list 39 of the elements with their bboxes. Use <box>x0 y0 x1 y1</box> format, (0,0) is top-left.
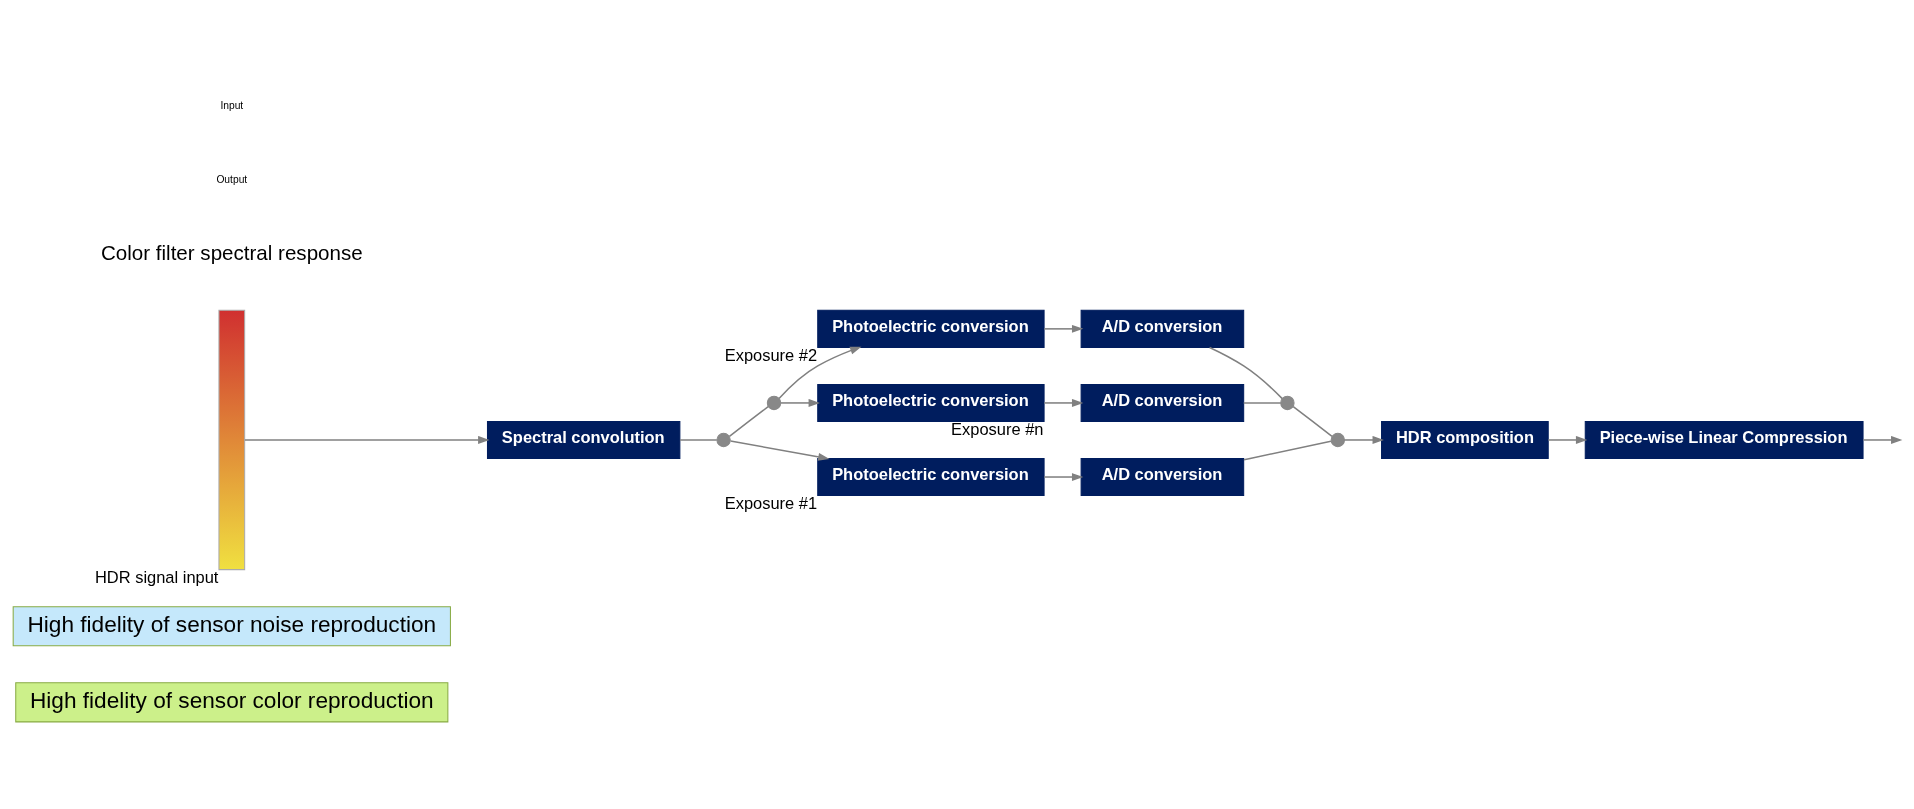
arrow <box>1043 472 1084 481</box>
connector <box>1243 439 1332 461</box>
arrow <box>778 346 862 399</box>
arrow <box>1547 435 1588 444</box>
node-circle <box>1280 395 1295 410</box>
node-box: A/D conversion <box>1080 383 1245 422</box>
node-label: Exposure #1 <box>724 493 818 512</box>
node-box: HDR composition <box>1381 420 1549 459</box>
node-circle <box>716 432 731 447</box>
node-box: Photoelectric conversion <box>817 309 1045 348</box>
arrow <box>729 439 830 461</box>
node-box: Spectral convolution <box>486 420 681 459</box>
label: Input <box>220 99 244 111</box>
node-circle <box>1330 432 1345 447</box>
node-box: A/D conversion <box>1080 309 1245 348</box>
node-circle <box>766 395 782 410</box>
arrow <box>1343 435 1384 444</box>
node-box: High fidelity of sensor color reproduction <box>15 681 449 722</box>
arrow <box>1862 435 1903 444</box>
node-bar <box>218 309 246 570</box>
label: Color filter spectral response <box>100 240 363 264</box>
node-box: High fidelity of sensor noise reproduction <box>12 605 451 646</box>
arrow <box>244 435 490 444</box>
node-label: Exposure #n <box>951 419 1044 438</box>
node-box: Piece-wise Linear Compression <box>1584 420 1864 459</box>
arrow <box>1043 398 1084 407</box>
arrow <box>780 398 820 407</box>
node-box: A/D conversion <box>1080 457 1245 496</box>
label: Output <box>216 173 248 185</box>
connector <box>1208 346 1283 399</box>
node-box: Photoelectric conversion <box>817 383 1045 422</box>
connector <box>1292 405 1333 437</box>
connector <box>728 405 769 437</box>
connector <box>679 438 718 441</box>
node-label: HDR signal input <box>94 567 219 586</box>
node-label: Exposure #2 <box>724 345 818 364</box>
connector <box>1242 401 1282 404</box>
arrow <box>1043 324 1084 333</box>
node-box: Photoelectric conversion <box>817 457 1045 496</box>
